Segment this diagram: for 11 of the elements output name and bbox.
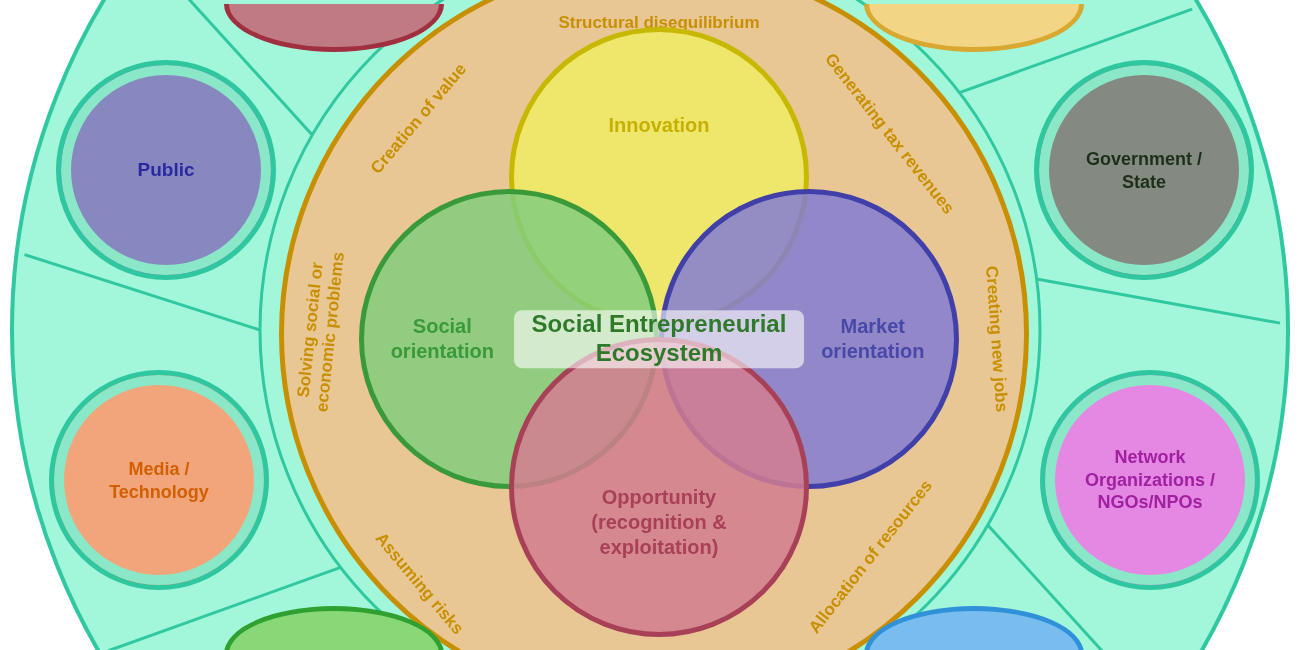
ring-label: Solving social or economic problems: [292, 250, 350, 415]
circle-label: Market orientation: [820, 314, 926, 364]
ring-label: Creating new jobs: [981, 265, 1012, 413]
circle-label: Media / Technology: [108, 457, 210, 503]
ring-label: Structural disequilibrium: [558, 12, 760, 34]
circle-label: Opportunity (recognition & exploitation): [590, 484, 728, 560]
circle-label: Government / State: [1085, 147, 1203, 193]
circle-label: Innovation: [607, 112, 711, 138]
circle-label: Network Organizations / NGOs/NPOs: [1084, 446, 1216, 514]
circle-label: Social orientation: [389, 314, 495, 364]
circle-label: Public: [136, 158, 196, 182]
